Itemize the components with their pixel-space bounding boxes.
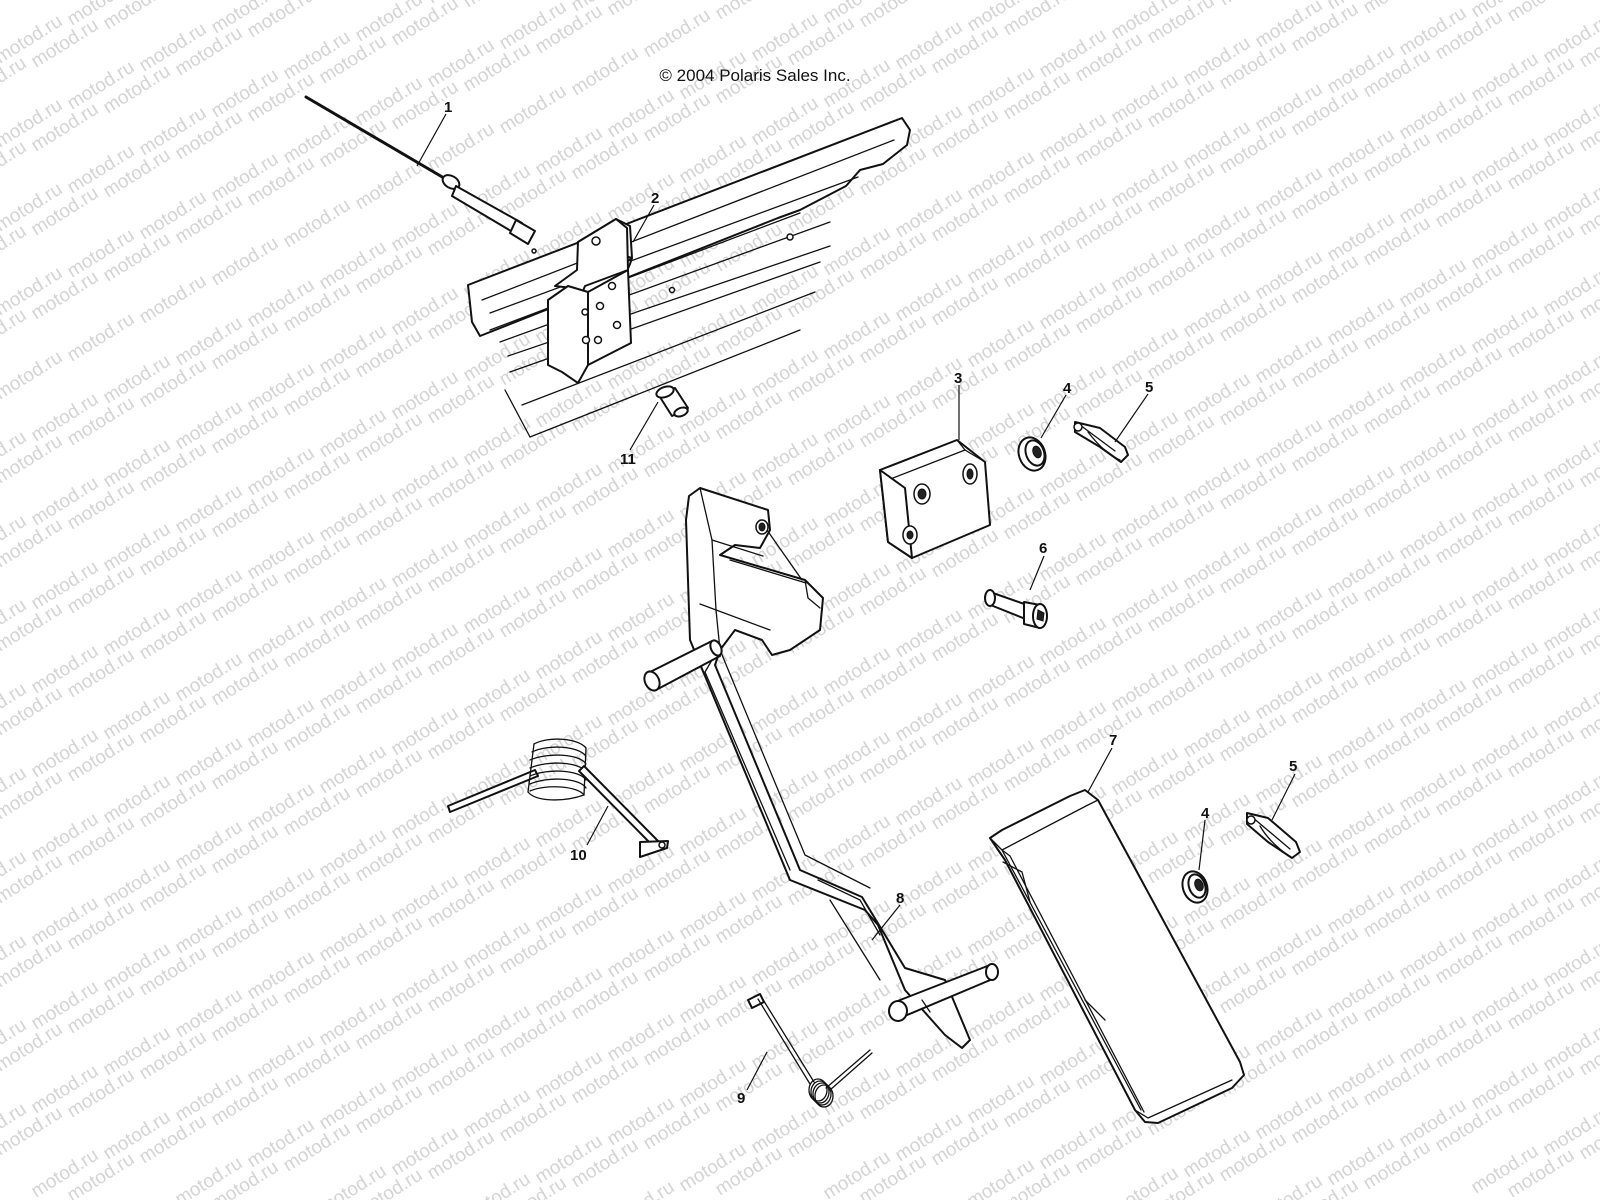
callout-4-lower: 4 [1201, 805, 1210, 822]
callout-5-upper: 5 [1145, 379, 1153, 396]
callout-6: 6 [1039, 540, 1047, 557]
callout-1: 1 [444, 99, 452, 116]
pivot-block-icon [879, 439, 991, 559]
callout-7: 7 [1109, 732, 1117, 749]
cotter-pin-icon [1073, 421, 1129, 463]
return-spring-icon [747, 993, 873, 1108]
callout-5-lower: 5 [1289, 758, 1297, 775]
cable-icon [304, 95, 536, 245]
callout-labels: 1 2 3 4 5 6 7 8 9 10 11 4 5 [444, 99, 1297, 1107]
bushing-icon [655, 385, 689, 418]
cotter-pin-icon [1246, 812, 1301, 859]
pedal-pad-icon [989, 789, 1245, 1124]
callout-11: 11 [620, 451, 636, 468]
washer-icon [1017, 436, 1047, 472]
callout-8: 8 [896, 890, 904, 907]
callout-9: 9 [737, 1090, 745, 1107]
callout-3: 3 [954, 370, 962, 387]
pedal-arm-icon [643, 487, 999, 1049]
callout-4-upper: 4 [1063, 380, 1072, 397]
washer-icon [1181, 870, 1209, 904]
leader-lines [416, 113, 1296, 1091]
frame-bracket-icon [467, 117, 911, 438]
callout-10: 10 [570, 847, 587, 864]
bolt-icon [984, 589, 1048, 629]
torsion-spring-icon [447, 738, 669, 858]
copyright-notice: © 2004 Polaris Sales Inc. [659, 66, 851, 85]
callout-2: 2 [651, 190, 659, 207]
